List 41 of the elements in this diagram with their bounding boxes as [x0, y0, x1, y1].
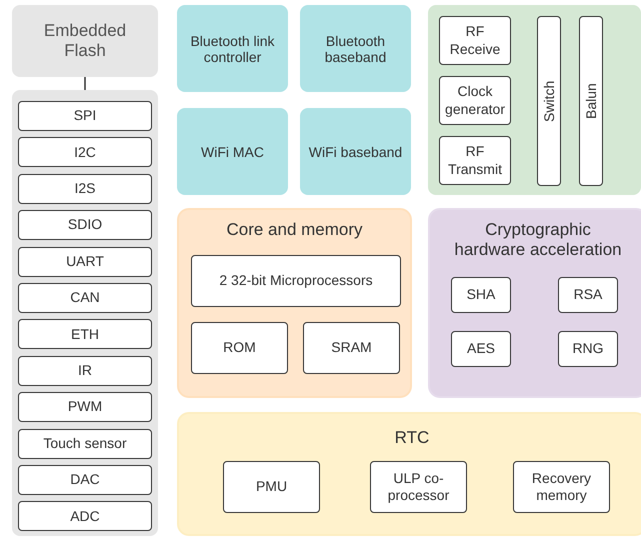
- module-box: WiFi MAC: [177, 108, 288, 195]
- module-box: ETH: [18, 319, 152, 350]
- module-box: IR: [18, 356, 152, 386]
- module-box: Clock generator: [439, 76, 511, 125]
- module-box: I2S: [18, 174, 152, 204]
- module-box: SHA: [451, 277, 511, 313]
- module-box: RF Transmit: [439, 136, 511, 185]
- module-box: Recovery memory: [513, 461, 610, 513]
- module-box: ULP co-processor: [370, 461, 467, 513]
- section-panel: [177, 412, 641, 536]
- module-box: RNG: [558, 331, 618, 367]
- module-box: UART: [18, 246, 152, 277]
- module-box: DAC: [18, 465, 152, 495]
- module-box: Balun: [579, 16, 603, 186]
- module-box: SDIO: [18, 210, 152, 240]
- module-box: Bluetooth link controller: [177, 5, 288, 92]
- module-box: ROM: [191, 322, 288, 374]
- section-panel: [177, 208, 412, 398]
- module-box: ADC: [18, 501, 152, 532]
- section-title: Core and memory: [225, 220, 364, 240]
- module-box: Touch sensor: [18, 428, 152, 459]
- section-title: RTC: [394, 428, 430, 448]
- module-box: Bluetooth baseband: [300, 5, 411, 92]
- section-title: Cryptographic hardware acceleration: [453, 220, 623, 261]
- connector-line: [84, 77, 86, 90]
- module-box: RSA: [558, 277, 618, 313]
- panel-block: [12, 90, 158, 536]
- module-box: Embedded Flash: [12, 5, 158, 77]
- module-box: PWM: [18, 392, 152, 422]
- module-box: CAN: [18, 283, 152, 313]
- section-panel: [428, 208, 641, 398]
- module-box: WiFi baseband: [300, 108, 411, 195]
- module-box: AES: [451, 331, 511, 367]
- panel-block: [428, 5, 641, 195]
- module-box: I2C: [18, 137, 152, 168]
- module-box: RF Receive: [439, 16, 511, 65]
- module-box: Switch: [537, 16, 561, 186]
- module-box: PMU: [223, 461, 320, 513]
- module-box: 2 32-bit Microprocessors: [191, 255, 401, 307]
- module-box: SPI: [18, 101, 152, 131]
- module-box: SRAM: [303, 322, 400, 374]
